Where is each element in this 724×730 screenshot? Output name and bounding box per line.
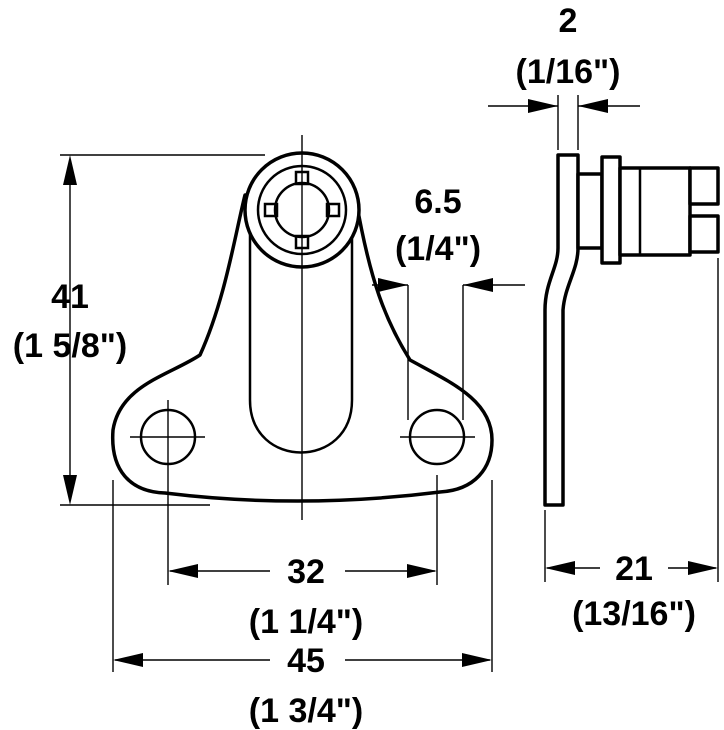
height-imperial: (1 5/8"): [13, 327, 127, 365]
dim-hole-spacing: 32 (1 1/4"): [167, 475, 438, 641]
dim-depth: 21 (13/16"): [544, 258, 719, 633]
bore-key-right: [325, 202, 341, 218]
bracket-side-view: [543, 153, 720, 507]
stud-body: [618, 166, 692, 257]
stud-tip-upper: [688, 166, 720, 206]
height-metric: 41: [51, 278, 89, 316]
center-slot: [248, 220, 354, 454]
slot-width-imperial: (1/4"): [395, 230, 481, 268]
dim-overall-width: 45 (1 3/4"): [112, 480, 493, 730]
overall-width-imperial: (1 3/4"): [249, 692, 363, 730]
side-plate-profile: [543, 153, 580, 507]
thickness-metric: 2: [559, 2, 578, 40]
hole-spacing-metric: 32: [287, 553, 325, 591]
stud-flange: [600, 155, 622, 265]
stud-collar: [576, 172, 604, 250]
dim-height: 41 (1 5/8"): [13, 154, 265, 506]
depth-imperial: (13/16"): [572, 595, 696, 633]
center-lines: [130, 135, 475, 520]
thickness-imperial: (1/16"): [516, 53, 621, 91]
bore-key-left: [263, 202, 279, 218]
hole-spacing-imperial: (1 1/4"): [249, 603, 363, 641]
dim-slot-width: 6.5 (1/4"): [372, 183, 525, 420]
dim-thickness: 2 (1/16"): [488, 2, 640, 150]
stud-tip-lower: [688, 214, 720, 254]
depth-metric: 21: [615, 550, 653, 588]
slot-width-metric: 6.5: [414, 183, 461, 221]
overall-width-metric: 45: [287, 642, 325, 680]
